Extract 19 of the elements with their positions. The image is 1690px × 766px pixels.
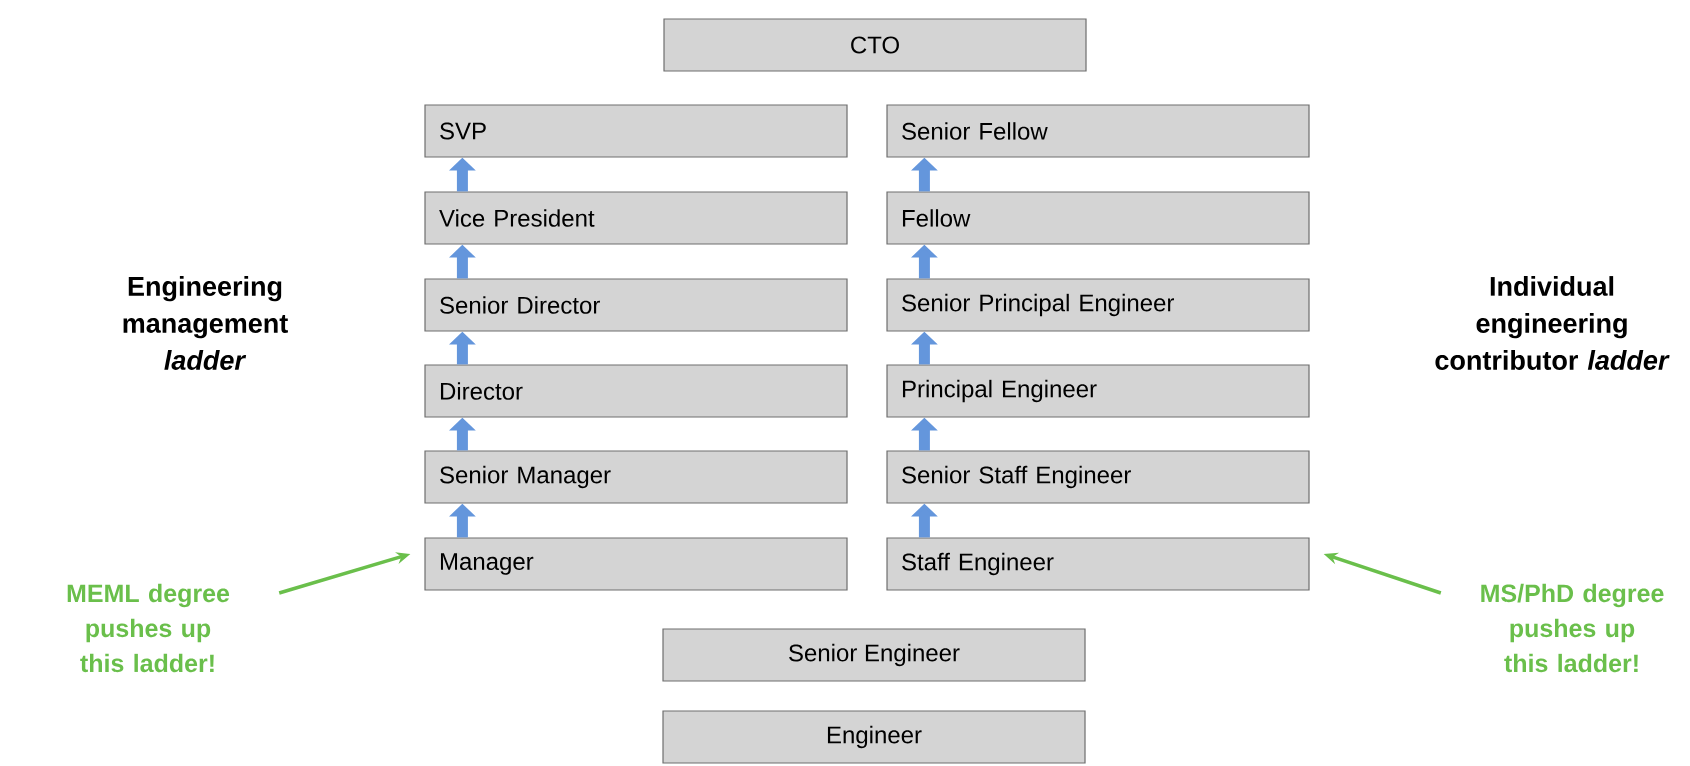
rank-box: Senior Engineer [662, 628, 1086, 682]
rank-box: Engineer [662, 710, 1086, 764]
rank-box: Senior Director [424, 278, 848, 332]
rank-box: Senior Staff Engineer [886, 450, 1310, 504]
ladder-label: Engineering management ladder [123, 276, 288, 370]
rank-box: Principal Engineer [886, 364, 1310, 418]
note-text: MS/PhD degree pushes up this ladder! [1481, 583, 1664, 673]
rank-box: Vice President [424, 191, 848, 245]
ladder-label: Individual engineering contributor ladder [1435, 276, 1670, 370]
rank-box: Senior Principal Engineer [886, 278, 1310, 332]
note-text: MEML degree pushes up this ladder! [67, 583, 230, 673]
rank-box: Senior Fellow [886, 104, 1310, 158]
rank-box: Senior Manager [424, 450, 848, 504]
rank-box: CTO [663, 18, 1087, 72]
rank-box: SVP [424, 104, 848, 158]
rank-box: Fellow [886, 191, 1310, 245]
rank-box: Staff Engineer [886, 537, 1310, 591]
rank-box: Director [424, 364, 848, 418]
rank-box: Manager [424, 537, 848, 591]
